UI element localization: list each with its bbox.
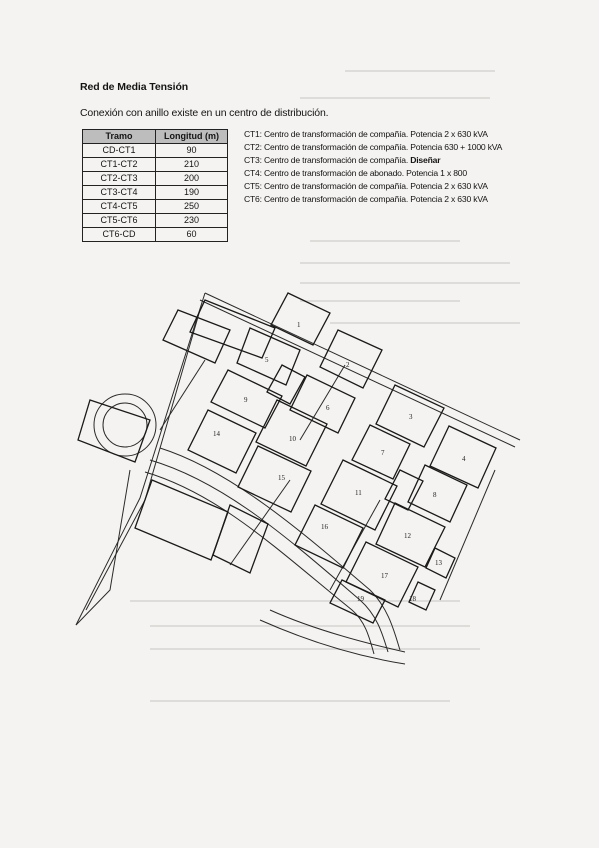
block-labels: 1 2 3 4 5 6 7 8 9 10 11 12 13 14 15 16 1… xyxy=(213,321,466,603)
table-row: CT6-CD 60 xyxy=(82,227,228,242)
road-line xyxy=(229,479,291,566)
block-16 xyxy=(294,504,364,569)
blocks xyxy=(77,292,497,624)
road-line xyxy=(144,471,375,655)
block-number: 6 xyxy=(326,404,330,412)
block-number: 17 xyxy=(381,572,389,580)
block-extra xyxy=(212,504,269,574)
roundabout-inner xyxy=(102,402,148,448)
block-extra xyxy=(77,399,151,463)
road-line xyxy=(75,469,131,626)
block-number: 8 xyxy=(433,491,437,499)
block-14 xyxy=(187,409,257,474)
bleed-through-line xyxy=(300,282,520,284)
bleed-through-line xyxy=(300,97,490,99)
table-header-row: Tramo Longitud (m) xyxy=(82,129,228,144)
block-number: 1 xyxy=(297,321,301,329)
block-number: 3 xyxy=(409,413,413,421)
block-number: 12 xyxy=(404,532,412,540)
block-2 xyxy=(319,329,383,389)
bleed-through-line xyxy=(330,322,520,324)
block-extra xyxy=(162,309,231,364)
block-number: 11 xyxy=(355,489,362,497)
road-line xyxy=(149,459,389,653)
bleed-through-line xyxy=(130,600,460,602)
block-9 xyxy=(210,369,283,429)
block-extra xyxy=(384,469,424,511)
block-number: 7 xyxy=(381,449,385,457)
road-network xyxy=(75,292,521,665)
bleed-through-line xyxy=(300,262,510,264)
block-extra xyxy=(266,364,306,405)
road-line xyxy=(85,309,201,611)
road-line xyxy=(199,299,516,448)
road-line xyxy=(204,292,521,441)
block-15 xyxy=(237,445,312,513)
ct-item-4: CT4: Centro de transformación de abonado… xyxy=(244,168,467,179)
block-7 xyxy=(351,424,411,480)
road-line xyxy=(269,609,406,653)
ct-item-3: CT3: Centro de transformación de compañí… xyxy=(244,155,441,166)
block-number: 5 xyxy=(265,356,269,364)
block-number: 13 xyxy=(435,559,443,567)
ct-item-2: CT2: Centro de transformación de compañí… xyxy=(244,142,503,153)
block-extra xyxy=(189,299,276,359)
block-number: 10 xyxy=(289,435,297,443)
block-13 xyxy=(425,547,456,579)
road-line xyxy=(159,447,401,651)
block-number: 19 xyxy=(357,595,365,603)
design-highlight: Diseñar xyxy=(410,155,441,166)
block-10 xyxy=(255,399,328,467)
block-number: 9 xyxy=(244,396,248,404)
bleed-through-line xyxy=(150,648,480,650)
block-5 xyxy=(236,327,301,386)
road-line xyxy=(439,469,496,601)
table-row: CT4-CT5 250 xyxy=(82,199,228,214)
transformation-center-list: CT1: Centro de transformación de compañí… xyxy=(244,128,502,207)
block-number: 15 xyxy=(278,474,286,482)
block-6 xyxy=(289,374,356,434)
bleed-through-line xyxy=(150,700,450,702)
block-1 xyxy=(270,292,331,346)
table-row: CT5-CT6 230 xyxy=(82,213,228,228)
segments-table: Tramo Longitud (m) CD-CT1 90 CT1-CT2 210… xyxy=(82,129,228,242)
bleed-through-line xyxy=(300,300,460,302)
block-number: 14 xyxy=(213,430,221,438)
bleed-through-line xyxy=(310,240,460,242)
block-19 xyxy=(329,579,386,624)
road-line xyxy=(75,292,206,626)
block-17 xyxy=(345,541,419,608)
road-line xyxy=(159,359,206,431)
road-line xyxy=(299,364,346,441)
ct-item-5: CT5: Centro de transformación de compañí… xyxy=(244,181,488,192)
ct-item-6: CT6: Centro de transformación de compañí… xyxy=(244,194,488,205)
table-row: CT2-CT3 200 xyxy=(82,171,228,186)
column-header-tramo: Tramo xyxy=(82,129,156,144)
block-12 xyxy=(375,502,446,568)
block-number: 16 xyxy=(321,523,329,531)
column-header-longitud: Longitud (m) xyxy=(155,129,228,144)
block-number: 2 xyxy=(346,361,350,369)
bleed-through-line xyxy=(345,70,495,72)
roundabout xyxy=(93,393,157,457)
block-4 xyxy=(429,425,497,489)
block-number: 18 xyxy=(409,595,417,603)
page-subtitle: Conexión con anillo existe en un centro … xyxy=(80,107,329,119)
ct-item-1: CT1: Centro de transformación de compañí… xyxy=(244,129,488,139)
longitud-cell: 60 xyxy=(155,227,228,242)
block-3 xyxy=(375,384,445,448)
block-extra xyxy=(134,479,229,561)
block-18 xyxy=(408,581,436,611)
block-11 xyxy=(320,459,398,531)
page-title: Red de Media Tensión xyxy=(80,81,189,93)
block-number: 4 xyxy=(462,455,466,463)
block-8 xyxy=(407,464,468,523)
road-line xyxy=(259,619,406,665)
